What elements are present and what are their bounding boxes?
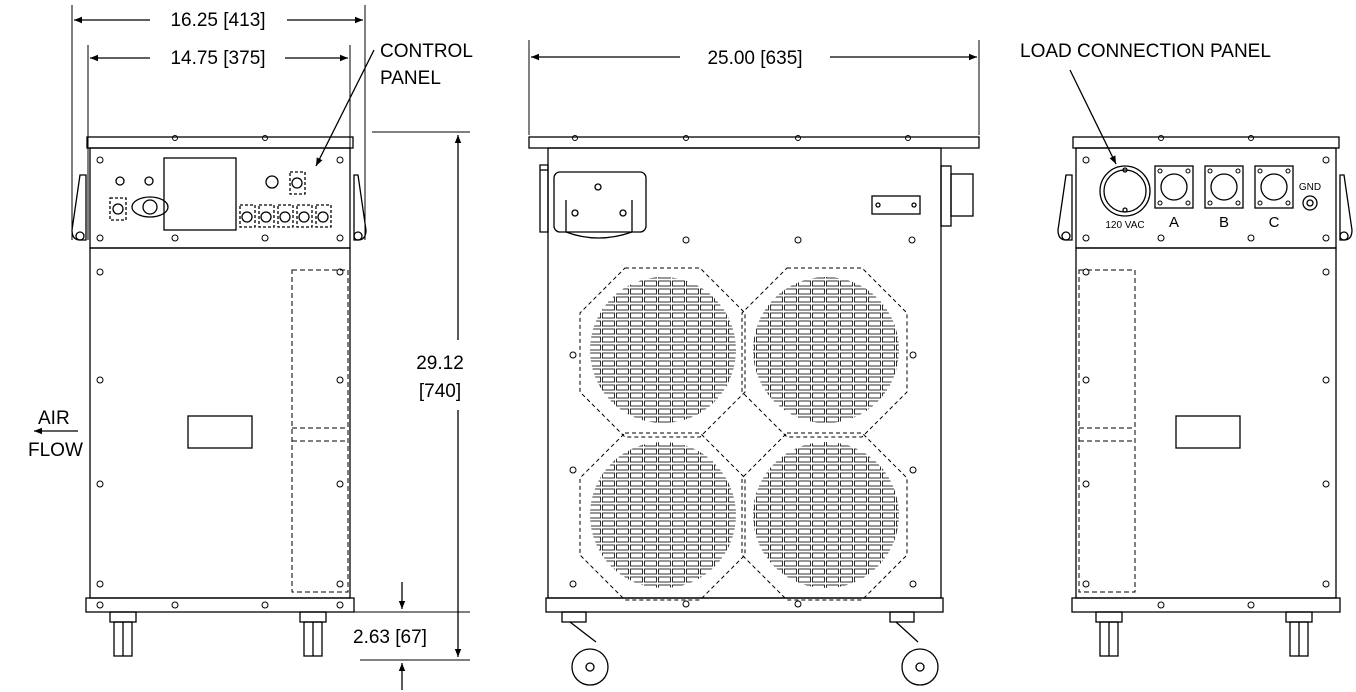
caster-height-label: 2.63 [67] <box>353 627 427 648</box>
width-outer-label: 16.25 [413] <box>170 10 265 31</box>
fan-grilles <box>579 267 908 601</box>
connector-a-label: A <box>1169 214 1179 231</box>
control-panel-label-2: PANEL <box>380 68 441 89</box>
load-connection-panel-label: LOAD CONNECTION PANEL <box>1020 41 1271 62</box>
width-inner-label: 14.75 [375] <box>170 48 265 69</box>
rear-view <box>1057 69 1353 657</box>
depth-label: 25.00 [635] <box>707 48 802 69</box>
front-casters <box>109 611 327 657</box>
air-flow-label-2: FLOW <box>28 440 83 461</box>
outlet-voltage-label: 120 VAC <box>1105 220 1144 231</box>
air-flow-label-1: AIR <box>38 408 70 429</box>
connector-b-label: B <box>1219 214 1229 231</box>
width-dimension <box>71 5 366 240</box>
front-view <box>34 5 470 690</box>
height-in-label: 29.12 <box>416 353 464 374</box>
control-panel-label-1: CONTROL <box>380 41 473 62</box>
breaker-row <box>239 204 332 228</box>
ground-label: GND <box>1299 182 1321 193</box>
side-view <box>528 40 980 686</box>
side-casters <box>561 611 939 686</box>
height-mm-label: [740] <box>419 381 461 402</box>
connector-c-label: C <box>1269 214 1280 231</box>
